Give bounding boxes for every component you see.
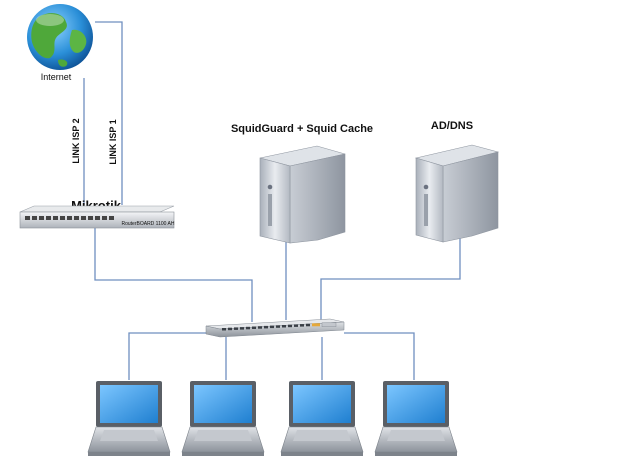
laptop-icon — [87, 381, 171, 456]
laptop-icon — [280, 381, 364, 456]
laptop-icon — [374, 381, 458, 456]
globe-icon — [27, 4, 93, 70]
internet-label: Internet — [41, 72, 72, 82]
switch-icon — [205, 318, 345, 338]
server-icon — [259, 145, 346, 244]
switch-to-laptop1-line — [128, 332, 206, 380]
laptop-icon — [181, 381, 265, 456]
connection-lines — [83, 21, 461, 380]
switch-to-laptop4-line — [344, 332, 415, 380]
proxy-server-label: SquidGuard + Squid Cache — [231, 123, 373, 135]
link-isp1-label: LINK ISP 1 — [108, 119, 118, 164]
server-icon — [414, 144, 500, 243]
link-isp1-line — [95, 21, 123, 205]
router-to-switch-line — [94, 226, 253, 322]
link-isp2-label: LINK ISP 2 — [71, 118, 81, 163]
ad-to-switch-line — [320, 238, 461, 322]
ad-server-label: AD/DNS — [431, 120, 473, 132]
router-icon: RouterBOARD 1100 AH — [19, 205, 175, 229]
router-model-label: RouterBOARD 1100 AH — [122, 221, 175, 227]
